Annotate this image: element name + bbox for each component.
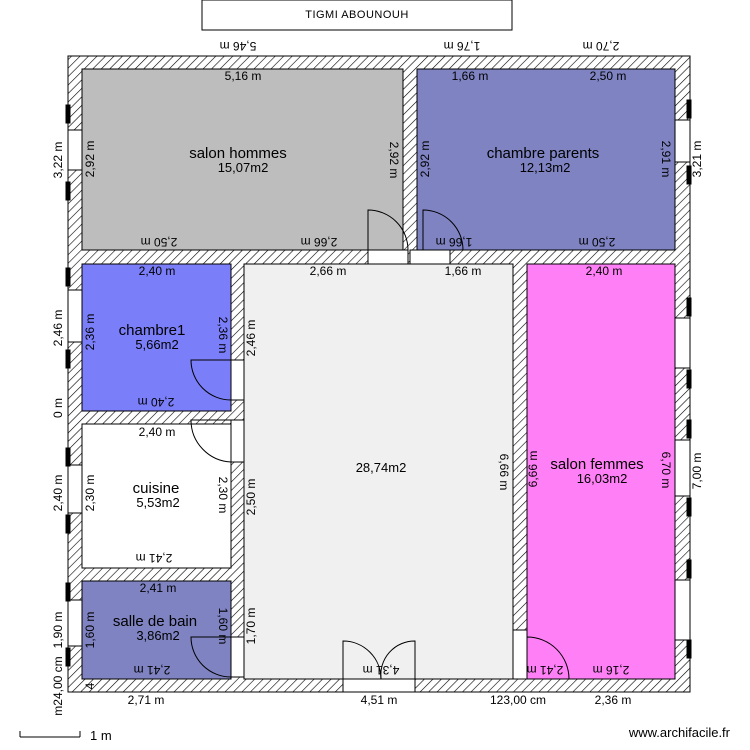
area-salle-de-bain: 3,86m2 [136,628,179,643]
area-hall: 28,74m2 [356,460,407,475]
room-salon-hommes[interactable] [81,68,404,251]
dim-right-ext-2: 7,00 m [690,453,704,490]
door-entrance-left [342,640,382,680]
dim-hall-left2: 1,70 m [244,608,258,645]
window-chambre1 [67,289,83,343]
window-salon-femmes-3 [674,579,691,641]
dim-top-ext-2: 1,76 m [444,39,481,53]
dim-top-ext-1: 5,46 m [220,39,257,53]
dim-left-ext-4: 1,90 m [51,612,65,649]
label-salon-hommes: salon hommes [189,145,287,162]
dim-sh-bottom: 2,50 m [141,235,178,249]
room-chambre1[interactable] [81,263,232,412]
dim-hall-right: 6,66 m [497,454,511,491]
window-salle-de-bain [67,599,83,647]
dim-cp-right: 2,91 m [659,141,673,178]
dim-left-ext-1: 3,22 m [51,142,65,179]
label-chambre1: chambre1 [119,322,186,339]
dim-cu-bottom: 2,41 m [136,551,173,565]
dim-left-ext-2: 2,46 m [51,310,65,347]
dim-hall-bottom: 4,31 m [363,663,400,677]
dim-sb-top: 2,41 m [140,581,177,595]
dim-sf-bottom2: 2,41 m [527,663,564,677]
watermark[interactable]: www.archifacile.fr [628,725,731,740]
scale-label: 1 m [90,728,112,743]
dim-hall-top1: 2,66 m [310,264,347,278]
doors [190,209,570,693]
dim-left-ext-3: 2,40 m [51,475,65,512]
dim-sb-bottom: 2,41 m [134,663,171,677]
area-cuisine: 5,53m2 [136,495,179,510]
dim-c1-top: 2,40 m [139,264,176,278]
dim-left-ext-6: m24,00 cm [51,656,65,715]
area-salon-hommes: 15,07m2 [218,160,269,175]
dim-sf-right: 6,70 m [659,452,673,489]
dim-sf-bottom: 2,16 m [593,663,630,677]
label-chambre-parents: chambre parents [487,145,600,162]
dim-top-ext-3: 2,70 m [583,39,620,53]
door-cuisine [190,419,232,463]
dim-sh-right: 2,92 m [387,142,401,179]
window-salon-hommes [67,129,83,171]
dim-cu-right: 2,30 m [216,477,230,514]
dim-c1-bottom: 2,40 m [138,395,175,409]
dim-left-ext-0: 0 m [51,398,65,418]
door-chambre1 [190,359,232,401]
scale-bar: 1 m [19,728,112,743]
dim-cu-left: 2,30 m [83,475,97,512]
dim-sb-right: 1,60 m [216,608,230,645]
label-salle-de-bain: salle de bain [113,613,197,630]
door-chambre-parents [422,209,464,251]
dim-sh-left: 2,92 m [83,141,97,178]
dim-sf-top: 2,40 m [586,264,623,278]
area-salon-femmes: 16,03m2 [577,471,628,486]
dim-bottom-ext-3: 123,00 cm [490,693,546,707]
dim-bottom-ext-2: 4,51 m [361,693,398,707]
dim-c1-left: 2,36 m [83,314,97,351]
door-entrance-right [380,640,416,680]
dimensions-vertical: 3,22 m 2,92 m 2,92 m 2,92 m 2,91 m 3,21 … [51,141,704,716]
door-salon-femmes [526,636,570,680]
window-cuisine [67,464,83,514]
door-salon-hommes [367,209,409,251]
dim-sf-left: 6,66 m [526,451,540,488]
dim-sh-bottom2: 2,66 m [301,235,338,249]
dimensions-horizontal: 5,46 m 1,76 m 2,70 m 5,16 m 1,66 m 2,50 … [128,39,632,707]
dim-c1-right: 2,36 m [216,317,230,354]
dim-hall-top2: 1,66 m [445,264,482,278]
dim-bottom-ext-4: 2,36 m [595,693,632,707]
dim-hall-left: 2,50 m [244,479,258,516]
label-salon-femmes: salon femmes [550,456,643,473]
windows [65,99,692,667]
dim-hall-left3: 2,46 m [244,320,258,357]
dim-cp-bottom2: 2,50 m [579,235,616,249]
room-hall[interactable] [243,263,514,680]
window-salon-femmes-2 [674,439,691,497]
dim-cp-top2: 2,50 m [590,69,627,83]
door-salle-de-bain [190,636,232,678]
dim-cp-top1: 1,66 m [452,69,489,83]
dim-right-ext-1: 3,21 m [690,141,704,178]
area-chambre-parents: 12,13m2 [520,160,571,175]
window-chambre-parents [674,119,691,163]
dim-sb-left: 1,60 m [83,612,97,649]
window-salon-femmes-1 [674,317,691,369]
title-box: TIGMI ABOUNOUH [201,0,513,31]
dim-sh-top: 5,16 m [225,69,262,83]
dim-bottom-ext-1: 2,71 m [128,693,165,707]
area-chambre1: 5,66m2 [135,337,178,352]
dim-cp-left: 2,92 m [418,141,432,178]
dim-cp-bottom1: 1,66 m [436,235,473,249]
room-chambre-parents[interactable] [416,68,676,251]
label-cuisine: cuisine [133,480,180,497]
plan-title: TIGMI ABOUNOUH [305,9,409,21]
dim-left-ext-5: 4 [83,682,97,689]
dim-cu-top: 2,40 m [139,425,176,439]
